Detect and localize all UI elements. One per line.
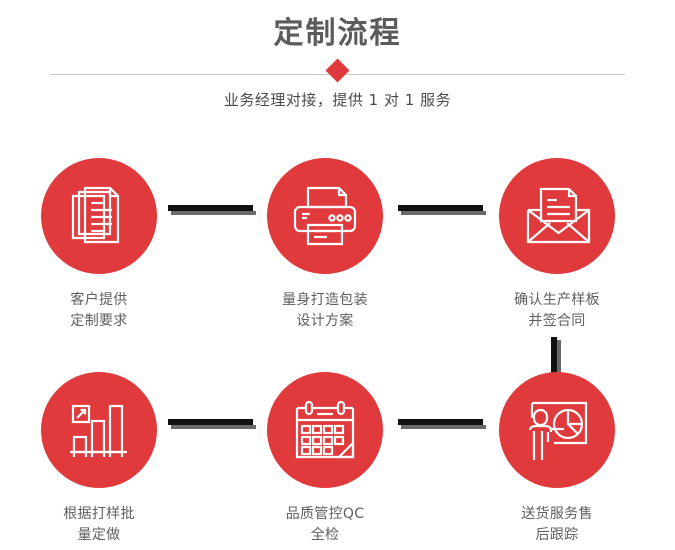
- diamond-ornament-icon: [325, 58, 350, 83]
- connector-shadow: [171, 425, 256, 429]
- step-6-circle: [499, 372, 615, 488]
- bar-chart-growth-icon: [70, 404, 127, 457]
- connector-shadow: [171, 211, 256, 215]
- step-3-circle: [499, 158, 615, 274]
- calendar-icon: [295, 400, 355, 459]
- page-subtitle: 业务经理对接，提供 1 对 1 服务: [223, 91, 452, 109]
- step-4-circle: [41, 372, 157, 488]
- connector-shadow: [401, 211, 486, 215]
- step-2-label: 量身打造包装 设计方案: [282, 292, 368, 329]
- connector-step1-step2: [168, 205, 256, 215]
- connector-bar: [168, 205, 253, 211]
- process-step-1[interactable]: 客户提供 定制要求: [19, 158, 179, 332]
- process-step-6[interactable]: 送货服务售 后跟踪: [477, 372, 637, 546]
- printer-icon: [293, 186, 357, 246]
- presenter-chart-icon: [528, 401, 588, 460]
- step-5-circle: [267, 372, 383, 488]
- envelope-letter-icon: [526, 187, 591, 244]
- connector-bar: [168, 419, 253, 425]
- step-4-label: 根据打样批 量定做: [63, 506, 135, 543]
- process-step-4[interactable]: 根据打样批 量定做: [19, 372, 179, 546]
- connector-step4-step5: [168, 419, 256, 429]
- step-3-label: 确认生产样板 并签合同: [514, 292, 600, 329]
- step-6-label: 送货服务售 后跟踪: [521, 506, 593, 543]
- connector-bar: [398, 205, 483, 211]
- connector-step5-step6: [398, 419, 486, 429]
- connector-bar: [551, 337, 557, 373]
- connector-bar: [398, 419, 483, 425]
- documents-stack-icon: [71, 186, 120, 244]
- step-1-circle: [41, 158, 157, 274]
- step-5-label: 品质管控QC 全检: [285, 506, 365, 543]
- connector-step3-step6: [551, 337, 561, 376]
- connector-shadow: [401, 425, 486, 429]
- process-step-2[interactable]: 量身打造包装 设计方案: [245, 158, 405, 332]
- step-2-circle: [267, 158, 383, 274]
- process-step-5[interactable]: 品质管控QC 全检: [245, 372, 405, 546]
- page-title: 定制流程: [273, 16, 402, 51]
- step-1-label: 客户提供 定制要求: [70, 292, 128, 329]
- connector-step2-step3: [398, 205, 486, 215]
- process-step-3[interactable]: 确认生产样板 并签合同: [477, 158, 637, 332]
- connector-shadow: [557, 340, 561, 376]
